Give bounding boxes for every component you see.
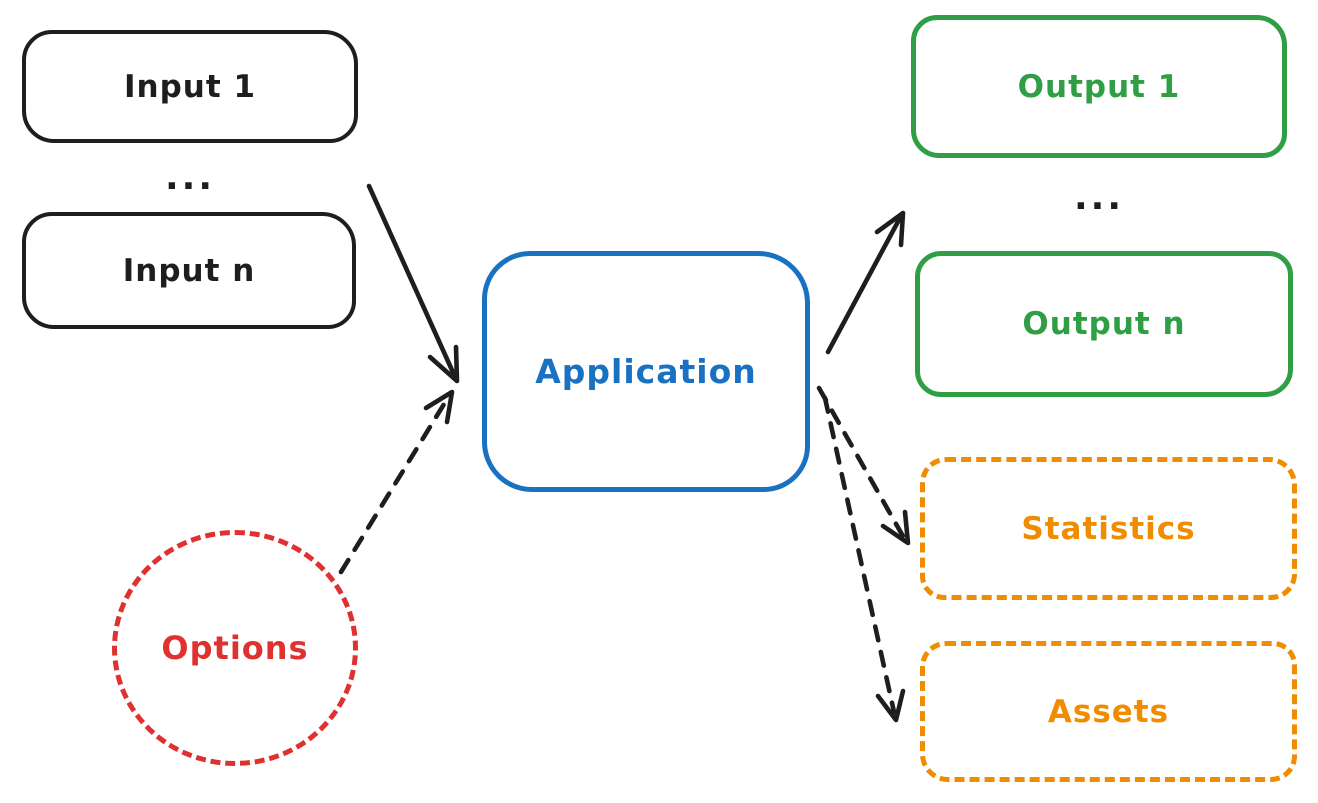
arrow-application-to-statistics — [816, 385, 911, 546]
node-statistics: Statistics — [920, 457, 1297, 600]
node-application-label: Application — [535, 352, 757, 391]
inputs-ellipsis: ... — [164, 157, 216, 198]
outputs-ellipsis: ... — [1073, 177, 1125, 218]
node-output-1: Output 1 — [911, 15, 1287, 158]
node-options: Options — [112, 530, 358, 766]
node-input-1-label: Input 1 — [123, 68, 257, 105]
node-output-n-label: Output n — [1022, 306, 1186, 342]
node-output-n: Output n — [915, 251, 1293, 397]
arrow-options-to-application — [338, 389, 455, 575]
arrow-application-to-outputs — [825, 210, 906, 355]
node-assets-label: Assets — [1047, 693, 1170, 730]
arrow-application-to-assets — [822, 395, 906, 723]
node-input-n-label: Input n — [122, 252, 256, 289]
node-output-1-label: Output 1 — [1017, 68, 1181, 105]
node-assets: Assets — [920, 641, 1297, 782]
node-input-n: Input n — [22, 212, 356, 329]
arrow-inputs-to-application — [366, 183, 460, 384]
node-options-label: Options — [161, 629, 309, 667]
node-statistics-label: Statistics — [1021, 510, 1196, 547]
node-input-1: Input 1 — [22, 30, 358, 143]
node-application: Application — [482, 251, 810, 492]
